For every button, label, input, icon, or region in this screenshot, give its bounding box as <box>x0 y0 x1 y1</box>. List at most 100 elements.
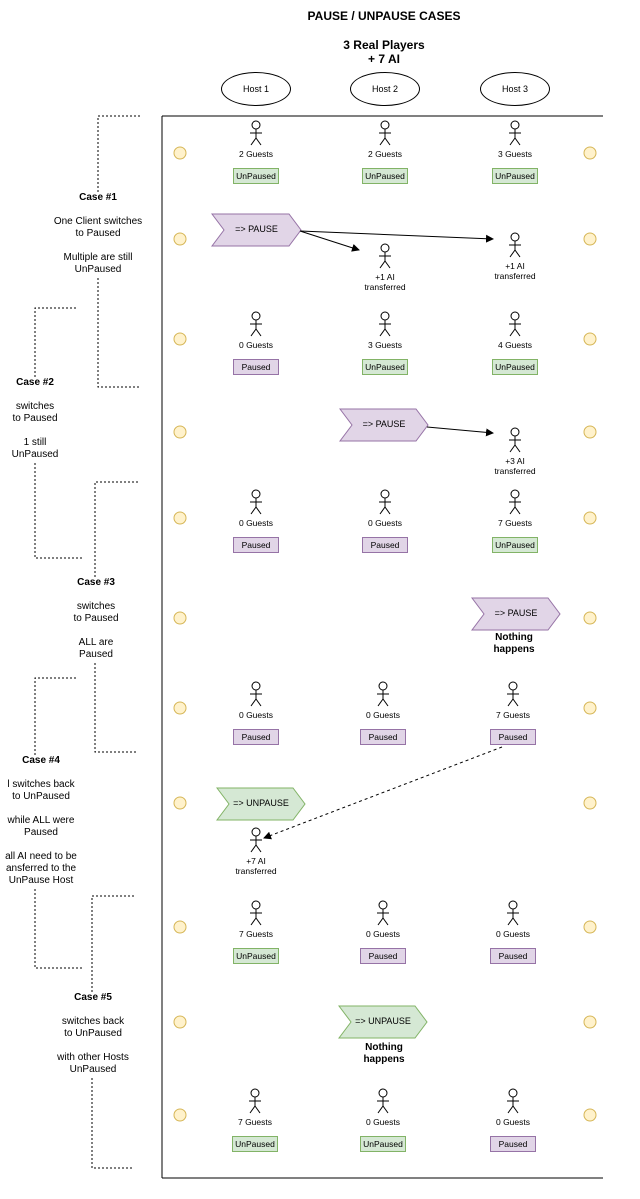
status-badge: Paused <box>233 729 279 745</box>
case-2-line: to Paused <box>12 413 58 424</box>
status-badge: Paused <box>360 729 406 745</box>
status-badge: Paused <box>490 1136 536 1152</box>
status-badge: UnPaused <box>360 1136 406 1152</box>
case-4-line: UnPause Host <box>8 875 74 886</box>
row-marker-left-8 <box>173 920 187 934</box>
transfer-arrow-dashed <box>263 746 503 840</box>
case-4-line: to UnPaused <box>12 791 70 802</box>
status-badge: Paused <box>362 537 408 553</box>
row-marker-left-9 <box>173 1015 187 1029</box>
row-marker-right-2 <box>583 332 597 346</box>
row-marker-left-0 <box>173 146 187 160</box>
case-3-line: to Paused <box>73 613 119 624</box>
unpause-action-1-label: => UNPAUSE <box>233 798 289 808</box>
row-marker-left-5 <box>173 611 187 625</box>
case-2-line: UnPaused <box>11 449 59 460</box>
case-3-line: Paused <box>79 649 113 660</box>
person-icon <box>250 120 262 146</box>
person-icon <box>249 1088 261 1114</box>
status-badge: UnPaused <box>233 168 279 184</box>
row-marker-right-3 <box>583 425 597 439</box>
row-marker-right-10 <box>583 1108 597 1122</box>
nothing-happens-note-line-2: happens <box>493 644 535 655</box>
pause-action-3-label: => PAUSE <box>494 608 538 618</box>
person-icon <box>377 681 389 707</box>
unpause-action-1 <box>216 787 306 821</box>
transfer-label-line-1: +7 AI <box>246 856 266 866</box>
transfer-label-line-2: transferred <box>364 282 406 292</box>
unpause-action-2 <box>338 1005 428 1039</box>
transfer-label-line-1: +3 AI <box>505 456 525 466</box>
guest-count: 7 Guests <box>237 1117 273 1127</box>
case-5-line: switches back <box>61 1016 125 1027</box>
row-marker-left-6 <box>173 701 187 715</box>
case-4-line: l switches back <box>7 779 75 790</box>
guest-count: 4 Guests <box>497 340 533 350</box>
pause-action-2-label: => PAUSE <box>362 419 406 429</box>
status-badge: UnPaused <box>232 1136 278 1152</box>
person-icon <box>507 1088 519 1114</box>
row-marker-left-4 <box>173 511 187 525</box>
row-marker-left-2 <box>173 332 187 346</box>
guest-count: 0 Guests <box>367 518 403 528</box>
host-1-ellipse: Host 1 <box>221 72 291 106</box>
case-4-title: Case #4 <box>22 755 60 766</box>
case-1-line: UnPaused <box>74 264 122 275</box>
status-badge: UnPaused <box>362 359 408 375</box>
status-badge: UnPaused <box>492 359 538 375</box>
status-badge: UnPaused <box>492 168 538 184</box>
person-icon <box>250 900 262 926</box>
case-4-line: all AI need to be <box>5 851 77 862</box>
case-4-line: ansferred to the <box>5 863 77 874</box>
row-marker-left-1 <box>173 232 187 246</box>
person-icon <box>509 311 521 337</box>
row-marker-right-8 <box>583 920 597 934</box>
nothing-happens-note-line-2: happens <box>363 1054 405 1065</box>
case-5-title: Case #5 <box>74 992 112 1003</box>
status-badge: Paused <box>490 948 536 964</box>
guest-count: 7 Guests <box>238 929 274 939</box>
case-2-line: 1 still <box>23 437 47 448</box>
guest-count: 0 Guests <box>365 929 401 939</box>
pause-action-1-label: => PAUSE <box>235 224 278 234</box>
row-marker-left-10 <box>173 1108 187 1122</box>
status-badge: Paused <box>490 729 536 745</box>
case-2-line: switches <box>15 401 55 412</box>
transfer-label-line-1: +1 AI <box>505 261 525 271</box>
row-marker-right-9 <box>583 1015 597 1029</box>
person-icon <box>377 900 389 926</box>
person-icon <box>379 120 391 146</box>
nothing-happens-note-line-1: Nothing <box>365 1042 403 1053</box>
page-title: PAUSE / UNPAUSE CASES <box>307 9 461 23</box>
transfer-label-line-2: transferred <box>235 866 277 876</box>
person-icon <box>507 900 519 926</box>
guest-count: 0 Guests <box>495 929 531 939</box>
case-5-line: to UnPaused <box>64 1028 122 1039</box>
guest-count: 3 Guests <box>497 149 533 159</box>
host-3-ellipse: Host 3 <box>480 72 550 106</box>
case-4-line: Paused <box>24 827 58 838</box>
guest-count: 3 Guests <box>367 340 403 350</box>
row-marker-right-0 <box>583 146 597 160</box>
row-marker-right-7 <box>583 796 597 810</box>
guest-count: 0 Guests <box>365 710 401 720</box>
transfer-label-line-2: transferred <box>494 271 536 281</box>
case-1-line: Multiple are still <box>63 252 133 263</box>
status-badge: Paused <box>360 948 406 964</box>
person-icon <box>507 681 519 707</box>
case-1-title: Case #1 <box>79 192 117 203</box>
transfer-label-line-1: +1 AI <box>375 272 395 282</box>
person-icon <box>250 827 262 853</box>
guest-count: 0 Guests <box>238 340 274 350</box>
person-icon <box>250 489 262 515</box>
subtitle-line-2: + 7 AI <box>368 52 400 66</box>
transfer-arrow <box>299 230 494 243</box>
case-1-line: One Client switches <box>53 216 143 227</box>
row-marker-right-1 <box>583 232 597 246</box>
case-5-line: UnPaused <box>69 1064 117 1075</box>
guest-count: 2 Guests <box>238 149 274 159</box>
